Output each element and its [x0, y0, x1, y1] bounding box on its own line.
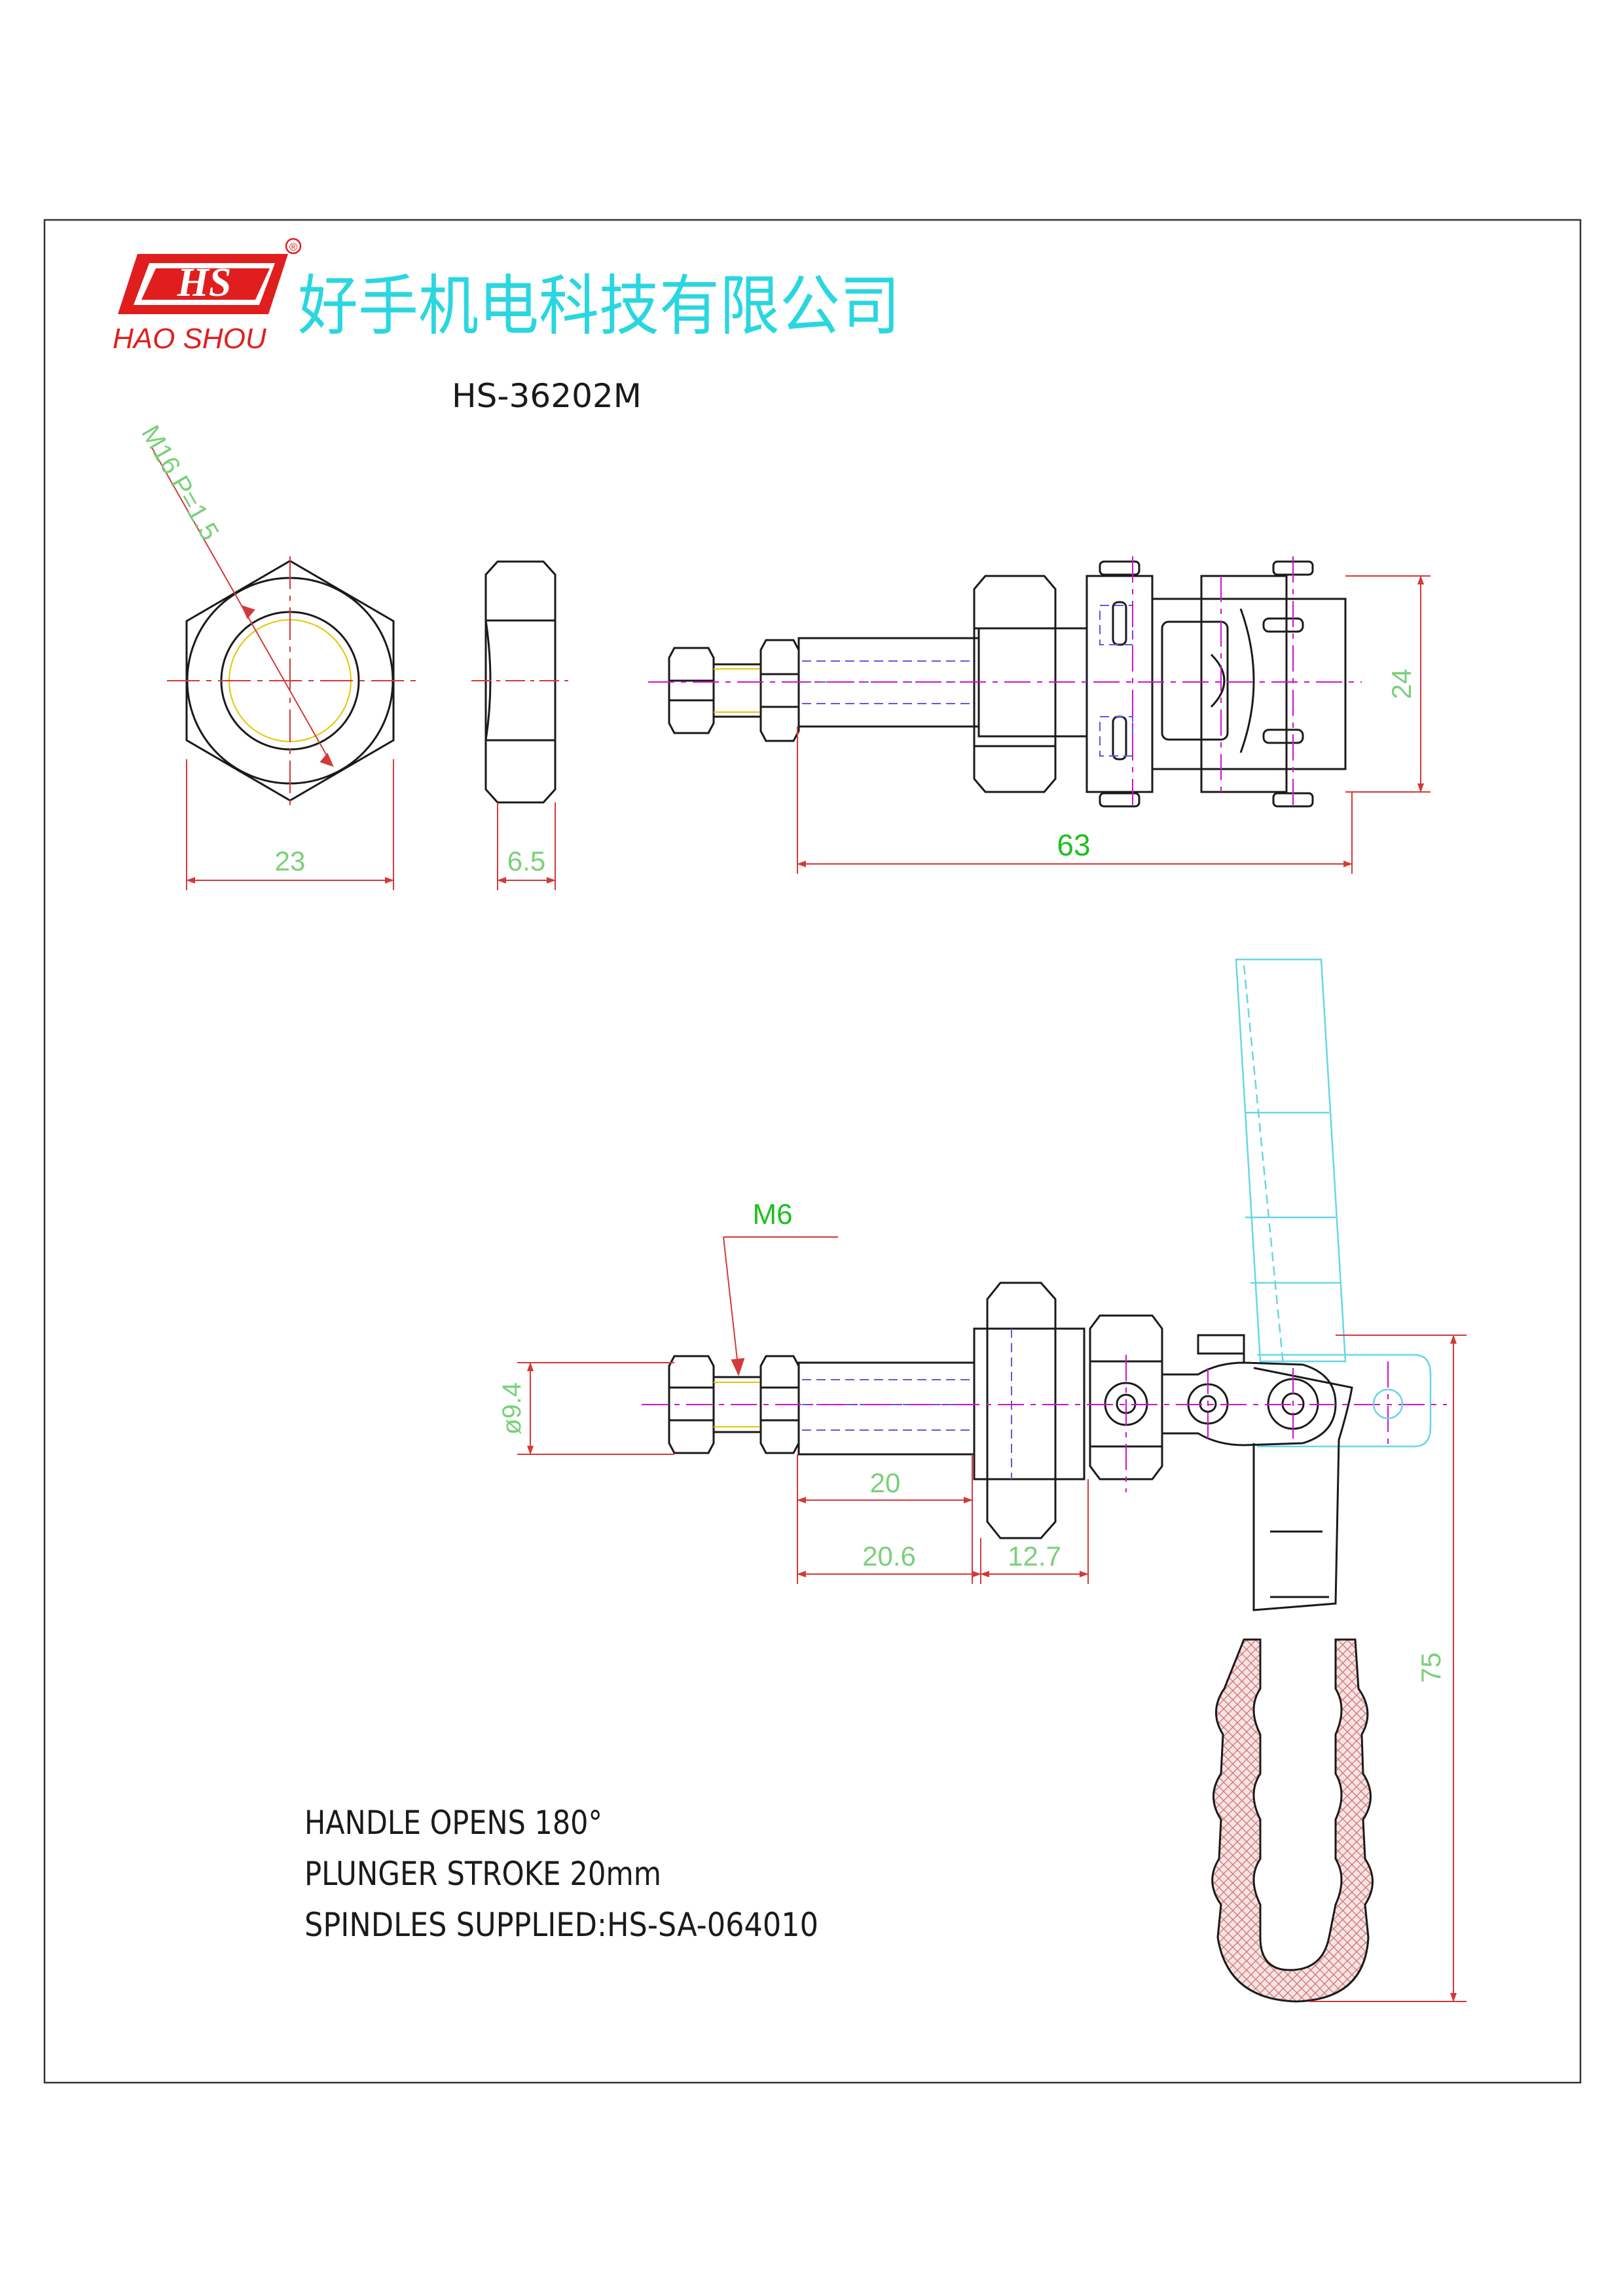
top-view-thread-lines	[714, 668, 759, 713]
handle-grip	[1211, 1638, 1374, 2003]
hex-nut-side-view	[484, 560, 556, 804]
overall-length-label: 63	[1057, 828, 1090, 862]
nut-width-label: 23	[275, 846, 306, 876]
logo-mark-text: HS	[177, 260, 232, 305]
nut-thickness-label: 6.5	[507, 846, 545, 876]
phantom-handle-open	[1235, 958, 1432, 1448]
top-view-centerlines	[648, 556, 1362, 812]
nut-width-dimension	[186, 759, 394, 890]
brand-name-cn: 好手机电科技有限公司	[298, 268, 900, 344]
diameter-dimension	[517, 1362, 674, 1455]
thread-spec-label: M16 P=1.5	[136, 421, 224, 546]
m6-leader	[723, 1236, 838, 1376]
note-handle-opens: HANDLE OPENS 180°	[304, 1804, 602, 1842]
thread-leader	[151, 447, 334, 767]
side-view-thread-lines	[714, 1382, 759, 1427]
overall-length-dimension	[797, 726, 1353, 874]
clamp-top-view	[668, 560, 1347, 808]
m6-thread-label: M6	[752, 1198, 792, 1230]
drawing-border	[43, 219, 1582, 2084]
side-view-centerlines	[642, 1355, 1447, 1492]
shaft-length-label: 20.6	[862, 1541, 916, 1571]
diameter-label: ø9.4	[498, 1382, 526, 1435]
registered-mark: ®	[289, 241, 298, 253]
brand-logo: HS ® HAO SHOU	[113, 238, 302, 355]
handle-height-dimension	[1309, 1335, 1467, 2002]
phantom-pin	[1372, 1388, 1404, 1420]
hex-nut-centerlines	[167, 556, 416, 805]
note-spindles-supplied: SPINDLES SUPPLIED:HS-SA-064010	[304, 1906, 818, 1944]
boss-length-label: 12.7	[1008, 1541, 1061, 1571]
height-label: 24	[1386, 669, 1417, 700]
nut-thickness-dimension	[497, 802, 556, 890]
model-number: HS-36202M	[452, 377, 642, 415]
stroke-label: 20	[870, 1467, 901, 1498]
height-dimension	[1345, 575, 1431, 793]
shaft-boss-dimensions	[797, 1479, 1089, 1584]
note-plunger-stroke: PLUNGER STROKE 20mm	[304, 1855, 661, 1893]
brand-name-en: HAO SHOU	[113, 323, 266, 355]
handle-height-label: 75	[1415, 1653, 1446, 1683]
stroke-dimension	[797, 1454, 973, 1584]
specification-notes: HANDLE OPENS 180° PLUNGER STROKE 20mm SP…	[304, 1804, 818, 1944]
